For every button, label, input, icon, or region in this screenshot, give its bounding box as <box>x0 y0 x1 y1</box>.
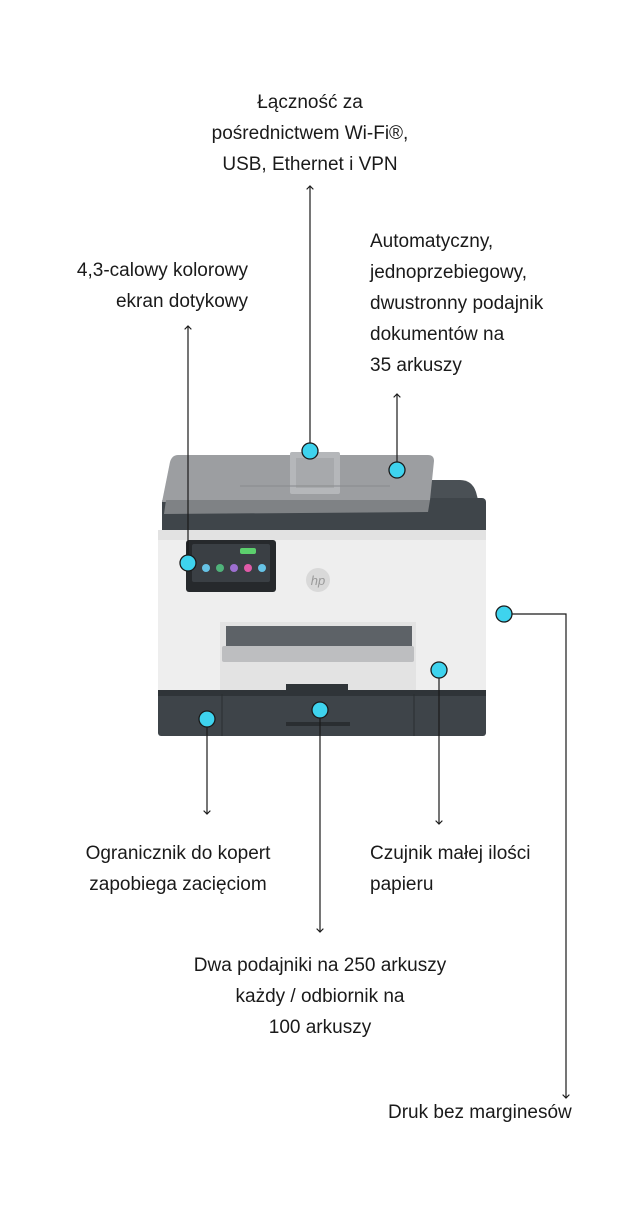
callout-dot-connectivity <box>301 442 319 460</box>
printer-illustration: hp <box>158 452 486 736</box>
callout-dot-trays <box>311 701 329 719</box>
callout-dot-adf <box>388 461 406 479</box>
hp-logo-icon: hp <box>311 573 325 588</box>
label-paper-sensor: Czujnik małej ilości papieru <box>370 843 531 895</box>
callout-dot-paper-sensor <box>430 661 448 679</box>
label-borderless: Druk bez marginesów <box>388 1102 572 1123</box>
label-touchscreen: 4,3-calowy kolorowy ekran dotykowy <box>76 260 248 312</box>
label-adf: Automatyczny, jednoprzebiegowy, dwustron… <box>370 231 544 376</box>
callout-lines <box>184 185 570 1099</box>
callout-dot-borderless <box>495 605 513 623</box>
label-trays: Dwa podajniki na 250 arkuszy każdy / odb… <box>193 955 447 1038</box>
label-envelope-stop: Ogranicznik do kopert zapobiega zacięcio… <box>85 843 271 895</box>
callout-dot-touchscreen <box>179 554 197 572</box>
callout-dots <box>179 442 513 728</box>
label-connectivity: Łączność za pośrednictwem Wi-Fi®, USB, E… <box>211 92 409 175</box>
callout-dot-envelope-stop <box>198 710 216 728</box>
